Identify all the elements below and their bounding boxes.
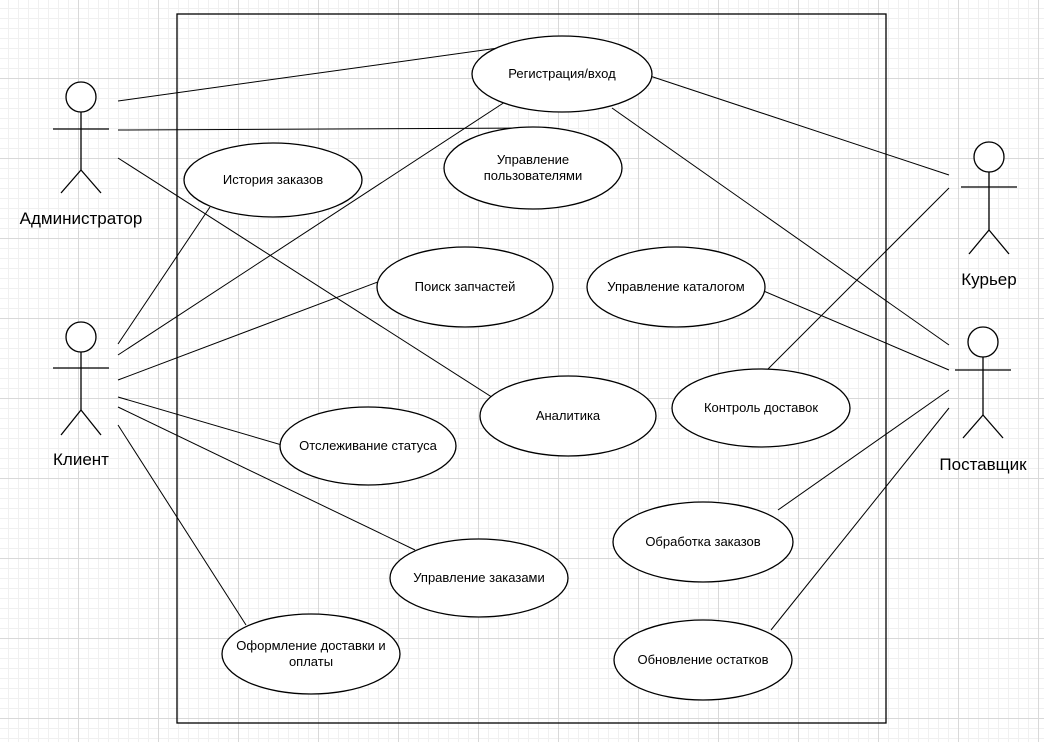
assoc-courier-registration <box>649 75 950 176</box>
actor-admin-figure <box>53 81 109 194</box>
uc-registration-ellipse[interactable] <box>471 35 653 113</box>
actor-admin-label: Администратор <box>19 209 143 228</box>
assoc-supplier-stock-update <box>770 407 950 631</box>
uc-parts-search-label: Поиск запчастей <box>414 279 516 294</box>
assoc-courier-delivery-control <box>766 187 950 371</box>
uc-status-tracking-label: Отслеживание статуса <box>299 438 437 453</box>
assoc-admin-user-management <box>117 127 528 131</box>
assoc-client-parts-search <box>117 279 384 381</box>
assoc-client-checkout <box>117 424 247 626</box>
uc-analytics-label: Аналитика <box>535 408 601 423</box>
assoc-client-status-tracking <box>117 396 293 449</box>
uc-order-management-label: Управление заказами <box>413 570 545 585</box>
uc-order-processing-label: Обработка заказов <box>645 534 761 549</box>
assoc-client-order-history <box>117 206 211 345</box>
uc-stock-update-ellipse[interactable] <box>613 619 793 701</box>
actor-courier-label: Курьер <box>961 270 1017 289</box>
uc-checkout-line2: оплаты <box>288 654 334 669</box>
assoc-admin-analytics <box>117 157 513 411</box>
assoc-supplier-registration <box>611 107 950 346</box>
assoc-supplier-catalog <box>758 288 950 371</box>
uc-order-management-ellipse[interactable] <box>389 538 569 618</box>
assoc-admin-registration <box>117 43 528 102</box>
uc-checkout-label: Оформление доставки и оплаты <box>236 638 385 670</box>
uc-user-management-ellipse[interactable] <box>443 126 623 210</box>
uc-status-tracking-ellipse[interactable] <box>279 406 457 486</box>
uc-analytics-ellipse[interactable] <box>479 375 657 457</box>
assoc-supplier-order-processing <box>777 389 950 511</box>
uc-checkout-ellipse[interactable] <box>221 613 401 695</box>
uc-checkout-line1: Оформление доставки и <box>236 638 386 653</box>
actor-supplier-label: Поставщик <box>939 455 1027 474</box>
assoc-client-order-management <box>117 406 416 551</box>
actor-client-label: Клиент <box>53 450 109 469</box>
uc-parts-search-ellipse[interactable] <box>376 246 554 328</box>
uc-user-management-line1: Управление <box>496 152 570 167</box>
associations <box>117 43 950 631</box>
system-boundary <box>176 13 887 724</box>
uc-order-history-ellipse[interactable] <box>183 142 363 218</box>
assoc-client-registration <box>117 99 509 356</box>
uc-user-management-label: Управление пользователями <box>484 152 583 184</box>
uc-order-processing-ellipse[interactable] <box>612 501 794 583</box>
actor-courier-figure <box>961 141 1017 255</box>
uc-delivery-control-label: Контроль доставок <box>703 400 819 415</box>
uc-stock-update-label: Обновление остатков <box>637 652 769 667</box>
uc-catalog-label: Управление каталогом <box>607 279 745 294</box>
uc-registration-label: Регистрация/вход <box>508 66 616 81</box>
uc-user-management-line2: пользователями <box>483 168 583 183</box>
actor-client-figure <box>53 321 109 436</box>
uc-order-history-label: История заказов <box>222 172 324 187</box>
actor-supplier-figure <box>955 326 1011 439</box>
uc-delivery-control-ellipse[interactable] <box>671 368 851 448</box>
uc-catalog-ellipse[interactable] <box>586 246 766 328</box>
